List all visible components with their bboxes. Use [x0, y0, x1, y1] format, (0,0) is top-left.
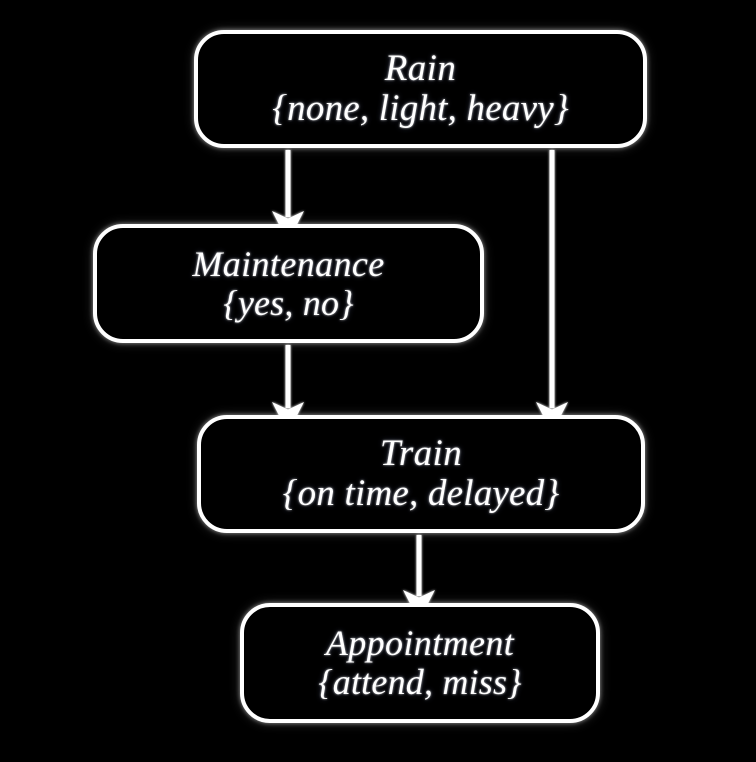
node-maintenance[interactable]: Maintenance {yes, no} — [93, 224, 484, 343]
node-train[interactable]: Train {on time, delayed} — [197, 415, 645, 533]
node-appointment[interactable]: Appointment {attend, miss} — [240, 603, 600, 723]
node-train-domain: {on time, delayed} — [282, 473, 560, 514]
node-rain-name: Rain — [384, 48, 457, 90]
node-rain[interactable]: Rain {none, light, heavy} — [194, 30, 647, 148]
node-maintenance-name: Maintenance — [192, 243, 385, 284]
node-appointment-name: Appointment — [325, 623, 515, 664]
node-maintenance-domain: {yes, no} — [223, 282, 354, 323]
node-train-name: Train — [379, 433, 463, 475]
node-rain-domain: {none, light, heavy} — [272, 88, 569, 129]
node-appointment-domain: {attend, miss} — [318, 662, 522, 702]
